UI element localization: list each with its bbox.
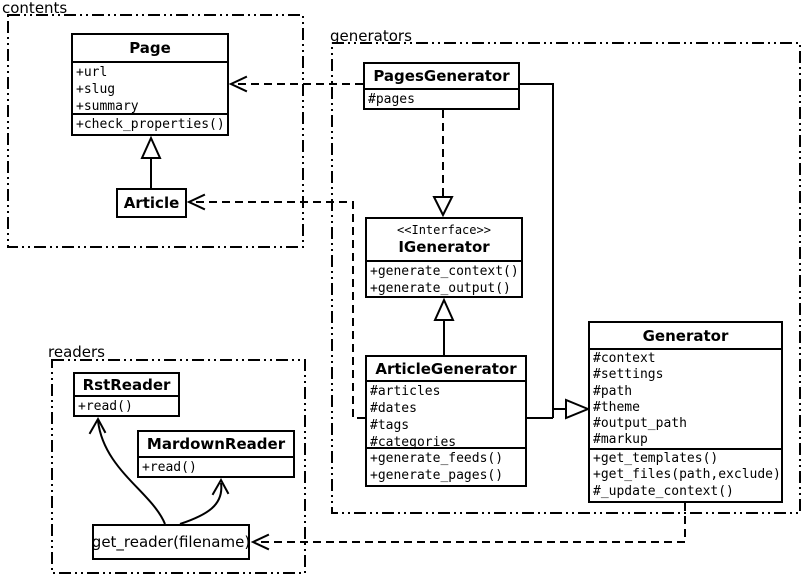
class-generator-methods: +get_templates() +get_files(path,exclude…	[590, 448, 781, 501]
method: +generate_pages()	[370, 468, 504, 484]
method: +get_templates()	[593, 451, 719, 466]
arrow-getreader-rstreader	[88, 416, 166, 525]
get-reader-node[interactable]: get_reader(filename)	[92, 524, 250, 560]
class-page-attributes: +url +slug +summary	[73, 61, 227, 113]
method: +generate_context()	[370, 264, 519, 279]
class-article[interactable]: Article	[116, 188, 187, 218]
inheritance-article-page	[140, 135, 162, 188]
class-pagesgenerator[interactable]: PagesGenerator #pages	[363, 62, 520, 110]
package-borders	[7, 14, 801, 574]
class-rstreader[interactable]: RstReader +read()	[73, 372, 180, 417]
get-reader-label: get_reader(filename)	[91, 533, 251, 551]
class-generator-title: Generator	[642, 326, 729, 345]
dependency-generator-getreader	[250, 503, 686, 551]
attribute: #theme	[593, 399, 640, 415]
attribute: #context	[593, 351, 656, 366]
dependency-articlegenerator-article	[186, 193, 365, 419]
class-page[interactable]: Page +url +slug +summary +check_properti…	[71, 33, 229, 136]
readers-package-border	[51, 359, 306, 574]
inheritance-articlegenerator-igenerator	[433, 297, 455, 355]
attribute: #articles	[370, 384, 441, 399]
method: #_update_context()	[593, 483, 734, 499]
attribute: +slug	[76, 82, 116, 97]
method: +check_properties()	[76, 117, 225, 132]
class-articlegenerator-methods: +generate_feeds() +generate_pages()	[367, 447, 525, 485]
attribute: #settings	[593, 367, 664, 383]
class-page-methods: +check_properties()	[73, 113, 227, 134]
class-igenerator[interactable]: <<Interface>> IGenerator +generate_conte…	[365, 217, 523, 298]
arrow-getreader-mardownreader	[179, 477, 230, 525]
inheritance-generators-generator	[520, 83, 591, 420]
class-igenerator-title: <<Interface>> IGenerator	[367, 219, 521, 260]
readers-package-label: readers	[48, 343, 105, 361]
generators-package-border	[331, 42, 801, 514]
attribute: #tags	[370, 418, 410, 433]
dependency-pagesgenerator-page	[228, 75, 363, 93]
class-pagesgenerator-title: PagesGenerator	[373, 67, 510, 85]
class-rstreader-title: RstReader	[82, 375, 171, 394]
attribute: #categories	[370, 435, 457, 448]
class-mardownreader-title: MardownReader	[146, 435, 286, 453]
class-mardownreader[interactable]: MardownReader +read()	[137, 430, 295, 478]
attribute: +url	[76, 65, 108, 80]
class-article-title: Article	[123, 194, 180, 212]
method: +read()	[78, 399, 133, 414]
class-articlegenerator-title: ArticleGenerator	[375, 359, 517, 378]
method: +read()	[142, 460, 197, 475]
attribute: +summary	[76, 99, 139, 113]
attribute: #path	[593, 383, 633, 399]
realization-pagesgenerator-igenerator	[432, 110, 454, 218]
attribute: #pages	[368, 92, 415, 107]
contents-package-label: contents	[2, 0, 68, 17]
class-igenerator-methods: +generate_context() +generate_output()	[367, 260, 521, 296]
class-generator-attributes: #context #settings #path #theme #output_…	[590, 348, 781, 448]
class-mardownreader-methods: +read()	[139, 456, 293, 476]
class-igenerator-name: IGenerator	[398, 238, 490, 256]
method: +generate_output()	[370, 281, 511, 296]
class-rstreader-methods: +read()	[75, 395, 178, 415]
attribute: #markup	[593, 432, 648, 448]
class-generator[interactable]: Generator #context #settings #path #them…	[588, 321, 783, 503]
class-pagesgenerator-attributes: #pages	[365, 88, 518, 108]
method: +get_files(path,exclude)	[593, 467, 781, 483]
generators-package-label: generators	[330, 27, 412, 45]
class-articlegenerator-attributes: #articles #dates #tags #categories	[367, 380, 525, 447]
contents-package-border	[7, 14, 304, 248]
method: +generate_feeds()	[370, 451, 504, 467]
attribute: #output_path	[593, 416, 687, 432]
class-page-title: Page	[129, 39, 171, 57]
attribute: #dates	[370, 401, 417, 416]
class-igenerator-stereotype: <<Interface>>	[397, 223, 491, 237]
class-articlegenerator[interactable]: ArticleGenerator #articles #dates #tags …	[365, 355, 527, 487]
